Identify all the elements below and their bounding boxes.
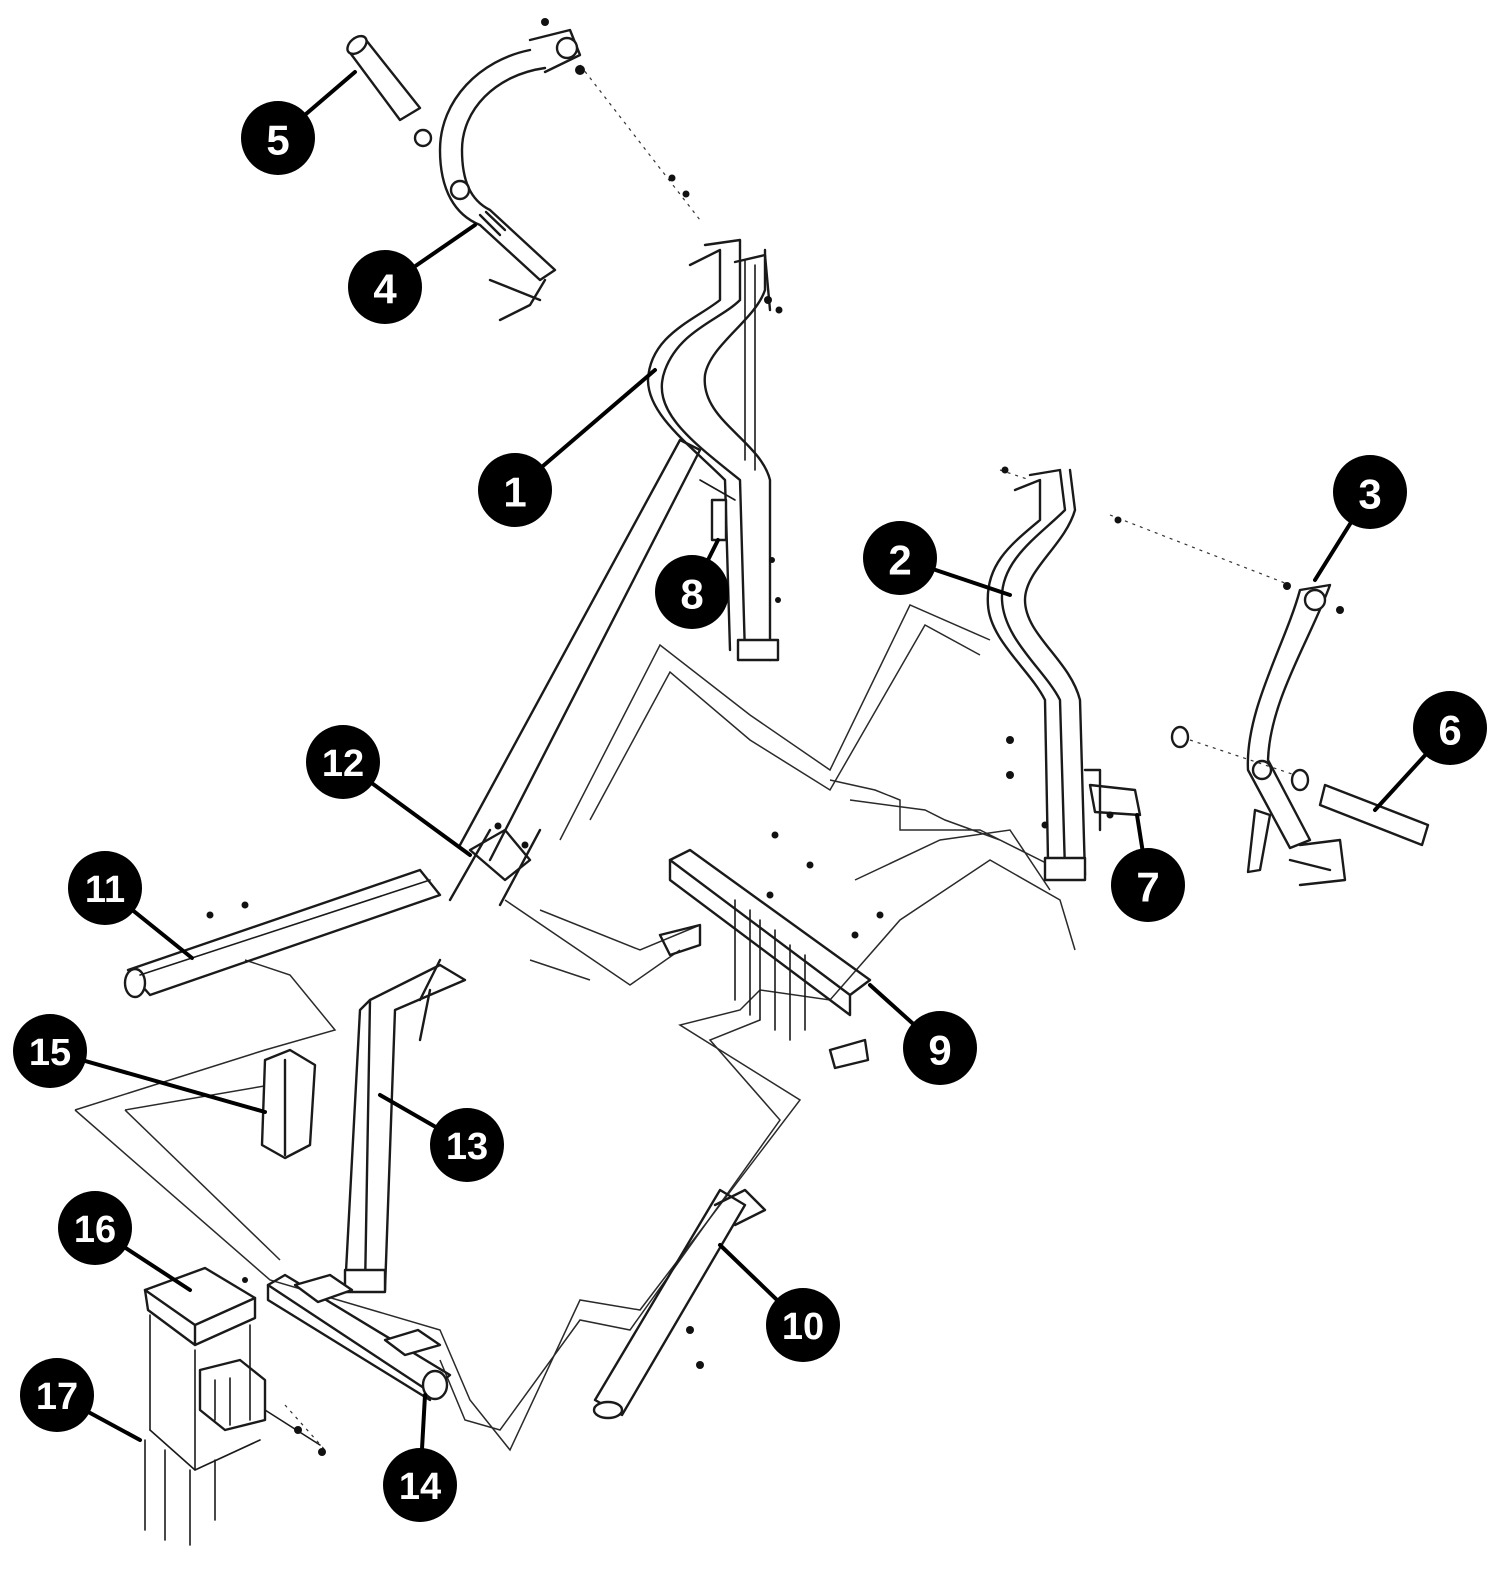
part-14-base-foot-beam	[266, 1273, 452, 1402]
cable-path-upper	[559, 604, 991, 841]
cable-routing-paths	[74, 604, 1076, 1452]
callout-leaders	[48, 70, 1452, 1487]
callout-16: 16	[58, 1191, 132, 1265]
part-2-right-upright-frame	[986, 468, 1087, 882]
callout-14: 14	[383, 1448, 457, 1522]
cable-path-loop	[529, 829, 1051, 981]
callout-10: 10	[766, 1288, 840, 1362]
svg-text:8: 8	[680, 571, 703, 618]
part-8-pulley-bracket	[699, 479, 736, 542]
callout-13: 13	[430, 1108, 504, 1182]
svg-text:6: 6	[1438, 707, 1461, 754]
callout-2: 2	[863, 521, 937, 595]
part-16-cover-shroud	[143, 1266, 261, 1471]
part-9-front-cross-tube	[658, 848, 872, 1070]
svg-text:12: 12	[322, 743, 364, 785]
cable-path-outer	[74, 859, 1076, 1452]
callout-3: 3	[1333, 455, 1407, 529]
callout-12: 12	[306, 725, 380, 799]
callout-1: 1	[478, 453, 552, 527]
callout-4: 4	[348, 250, 422, 324]
part-6-right-roller-handle	[1170, 725, 1430, 847]
svg-text:2: 2	[888, 537, 911, 584]
part-4-upper-pivot-arm	[438, 28, 582, 322]
part-5-upper-roller-handle	[346, 34, 433, 148]
part-13-seat-upright	[343, 958, 467, 1294]
part-15-seat-pad	[260, 1048, 317, 1160]
svg-text:1: 1	[503, 469, 526, 516]
callout-6: 6	[1413, 691, 1487, 765]
fasteners	[206, 18, 1344, 1456]
svg-text:4: 4	[373, 266, 397, 313]
part-11-rear-cross-tube	[123, 868, 442, 999]
callout-11: 11	[68, 851, 142, 925]
part-17-mechanism-unit	[144, 1358, 321, 1546]
callout-15: 15	[13, 1014, 87, 1088]
part-1-left-upright-frame	[646, 238, 780, 662]
part-10-front-diagonal-tube	[592, 1188, 767, 1420]
part-7-side-bracket	[1083, 768, 1142, 832]
svg-text:17: 17	[36, 1376, 78, 1418]
svg-text:5: 5	[266, 117, 289, 164]
svg-text:9: 9	[928, 1027, 951, 1074]
part-12-diagonal-tube	[448, 438, 702, 907]
cable-path-inner	[124, 1019, 781, 1431]
callout-7: 7	[1111, 848, 1185, 922]
svg-text:10: 10	[782, 1306, 824, 1348]
svg-text:13: 13	[446, 1126, 488, 1168]
callout-17: 17	[20, 1358, 94, 1432]
callout-badges: 1 2 3 4 5 6 7 8	[13, 101, 1487, 1522]
callout-9: 9	[903, 1011, 977, 1085]
svg-text:7: 7	[1136, 864, 1159, 911]
svg-text:15: 15	[29, 1032, 71, 1074]
part-3-right-pivot-arm	[1246, 583, 1347, 887]
cable-path-middle	[504, 899, 701, 986]
assembly-guide-lines	[284, 64, 1296, 1451]
svg-text:14: 14	[399, 1466, 441, 1508]
svg-text:3: 3	[1358, 471, 1381, 518]
svg-text:16: 16	[74, 1209, 116, 1251]
cable-path-right	[829, 779, 1061, 871]
callout-8: 8	[655, 555, 729, 629]
callout-5: 5	[241, 101, 315, 175]
svg-text:11: 11	[85, 869, 125, 911]
